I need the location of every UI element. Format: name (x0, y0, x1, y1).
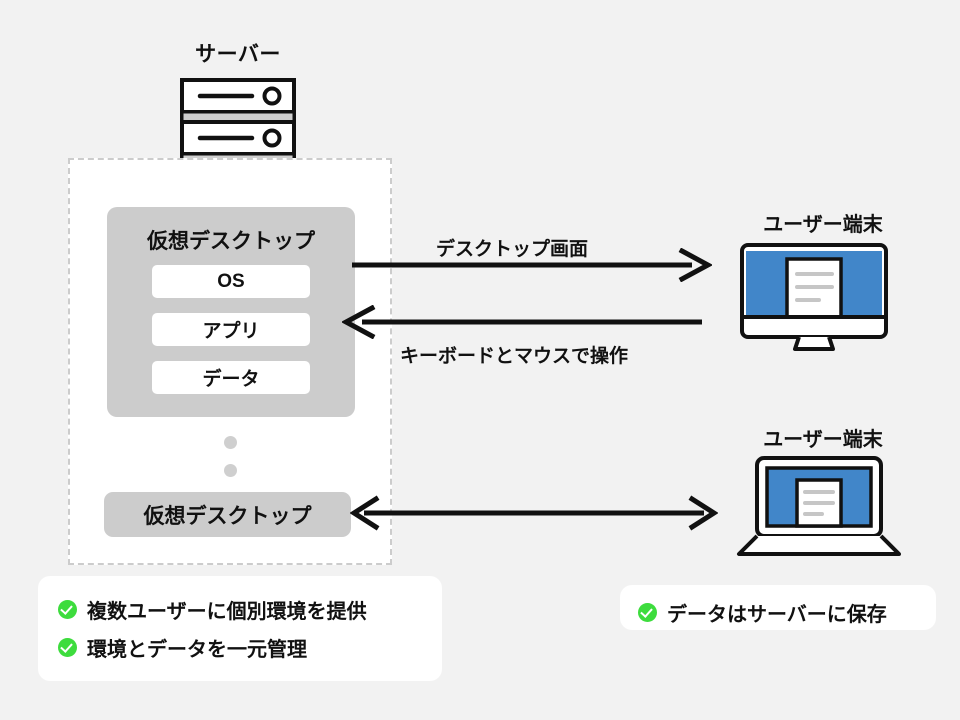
keyboard-mouse-arrow (340, 304, 702, 340)
desktop-screen-arrow-label: デスクトップ画面 (436, 239, 589, 260)
check-circle-icon (58, 637, 77, 657)
callout-item-label: 環境とデータを一元管理 (87, 638, 307, 661)
benefits-callout-left: 複数ユーザーに個別環境を提供 環境とデータを一元管理 (38, 576, 442, 681)
user-terminal-pc-label: ユーザー端末 (763, 214, 883, 236)
virtual-desktop-title: 仮想デスクトップ (147, 230, 315, 253)
callout-item-label: データはサーバーに保存 (667, 603, 887, 626)
second-desktop-arrow (349, 495, 719, 531)
callout-item-label: 複数ユーザーに個別環境を提供 (87, 600, 367, 623)
callout-item: 複数ユーザーに個別環境を提供 (58, 590, 422, 628)
server-label: サーバー (195, 43, 281, 66)
callout-item: データはサーバーに保存 (638, 593, 918, 631)
virtual-desktop-item-app[interactable]: アプリ (152, 313, 310, 346)
virtual-desktop-item-data[interactable]: データ (152, 361, 310, 394)
virtual-desktop-item-os[interactable]: OS (152, 265, 310, 298)
ellipsis-dot (224, 436, 237, 449)
callout-item: 環境とデータを一元管理 (58, 628, 422, 666)
desktop-screen-arrow (352, 247, 714, 283)
virtual-desktop-main[interactable]: 仮想デスクトップ OS アプリ データ (107, 207, 355, 417)
user-terminal-laptop-label: ユーザー端末 (763, 429, 883, 451)
check-circle-icon (58, 599, 77, 619)
ellipsis-dot (224, 464, 237, 477)
desktop-monitor-icon (733, 243, 895, 351)
benefits-callout-right: データはサーバーに保存 (620, 585, 936, 630)
keyboard-mouse-arrow-label: キーボードとマウスで操作 (400, 346, 629, 367)
laptop-icon (733, 456, 905, 560)
virtual-desktop-second[interactable]: 仮想デスクトップ (104, 492, 351, 537)
check-circle-icon (638, 602, 657, 622)
